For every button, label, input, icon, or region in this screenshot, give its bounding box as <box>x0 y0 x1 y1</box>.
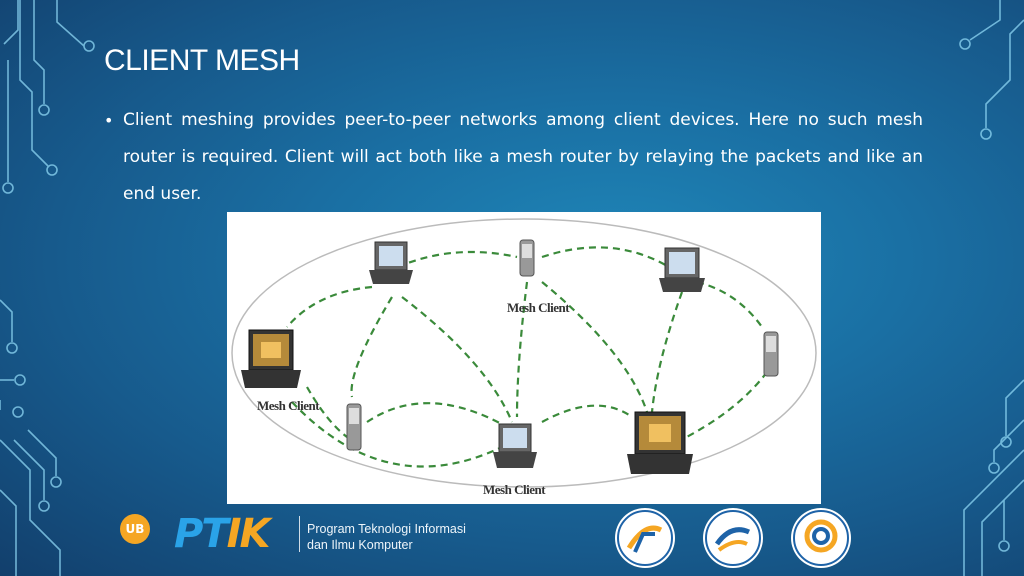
laptop-icon <box>659 247 705 292</box>
bullet-text: Client meshing provides peer-to-peer net… <box>123 110 923 204</box>
footer-line1: Program Teknologi Informasi <box>307 522 466 536</box>
mesh-client-label: Mesh Client <box>483 482 546 497</box>
footer-divider <box>299 516 300 552</box>
footer-program-name: Program Teknologi Informasi dan Ilmu Kom… <box>307 521 466 553</box>
slide-title: CLIENT MESH <box>104 44 300 77</box>
pda-icon <box>346 403 362 451</box>
pda-icon <box>519 239 535 277</box>
diagram-graphic <box>231 218 817 488</box>
footer-line2: dan Ilmu Komputer <box>307 538 413 552</box>
laptop-icon <box>369 241 413 284</box>
laptop-icon <box>241 329 301 388</box>
information-systems-logo-icon <box>703 508 763 568</box>
laptop-icon <box>493 423 537 468</box>
client-mesh-diagram: Mesh Client Mesh Client Mesh Client <box>227 212 821 504</box>
pda-icon <box>763 331 779 377</box>
ub-badge: UB <box>120 514 150 544</box>
computer-systems-logo-icon <box>791 508 851 568</box>
mesh-client-label: Mesh Client <box>257 398 320 413</box>
informatics-logo-icon <box>615 508 675 568</box>
ptiik-wordmark: PTIK <box>174 511 270 557</box>
mesh-client-label: Mesh Client <box>507 300 570 315</box>
ptiik-logo: UB PTIK <box>112 510 312 558</box>
laptop-icon <box>627 411 693 474</box>
bullet-dot-icon: • <box>104 111 114 130</box>
